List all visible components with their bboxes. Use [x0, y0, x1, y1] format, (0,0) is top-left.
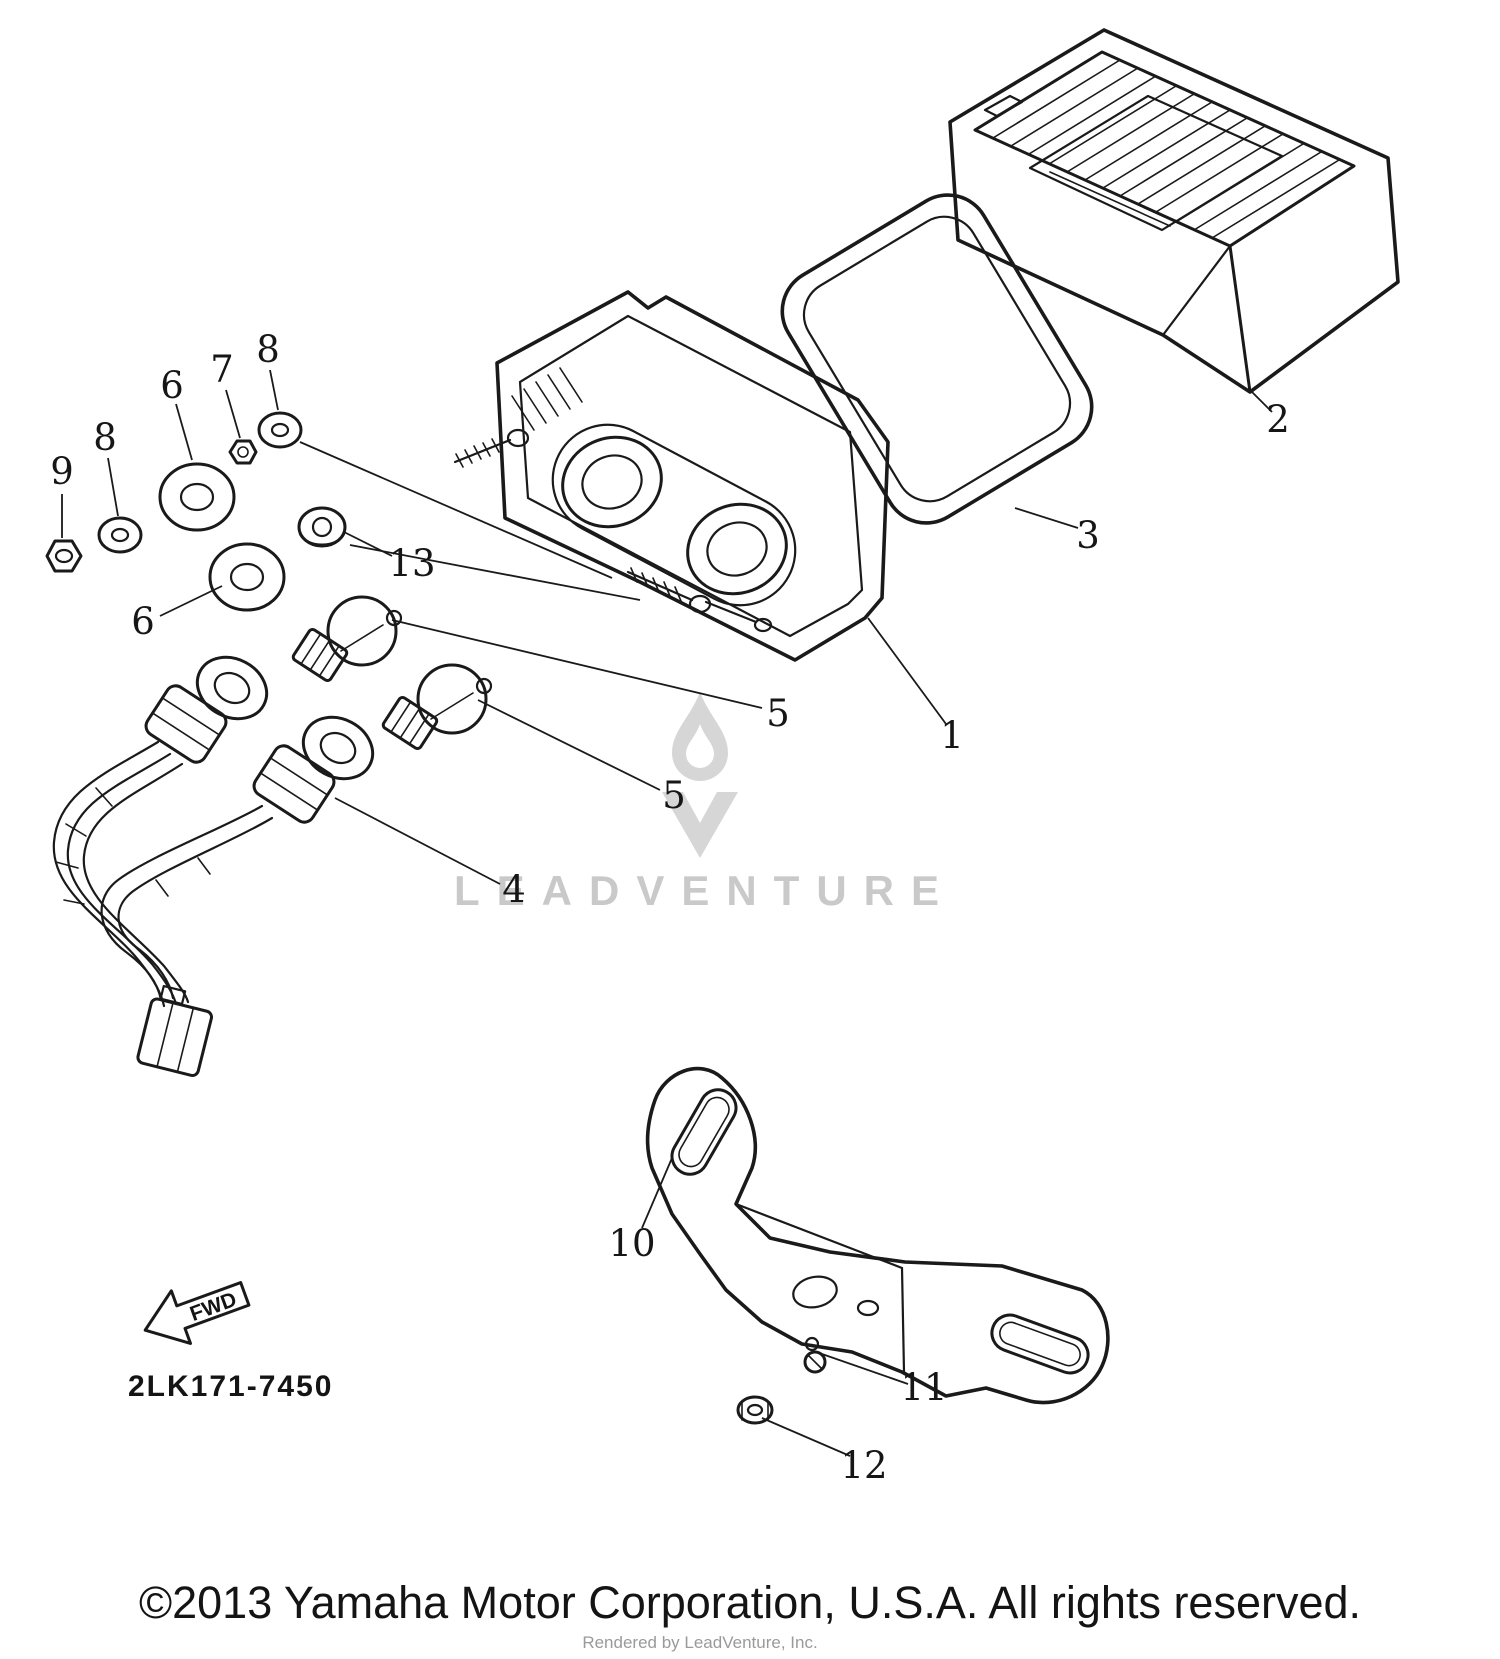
- callout-9: 9: [50, 450, 74, 493]
- callout-11: 11: [900, 1366, 947, 1409]
- callout-10: 10: [608, 1222, 655, 1265]
- housing-ribs: [511, 367, 583, 431]
- taillight-lens: [948, 28, 1400, 394]
- callout-4: 4: [502, 868, 526, 911]
- nut-13: [297, 506, 347, 548]
- callout-8a: 8: [93, 416, 117, 459]
- harness-connector: [136, 984, 214, 1077]
- rendered-by-text: Rendered by LeadVenture, Inc.: [582, 1633, 817, 1652]
- bulb-socket-b: [252, 715, 375, 824]
- harness-wires: [52, 740, 274, 1008]
- leadventure-logo-watermark: [662, 692, 738, 858]
- leader-lines: [61, 369, 1273, 1457]
- wiring-harness: [52, 655, 375, 1077]
- washer-8a: [257, 411, 303, 449]
- grommet-upper: [158, 462, 236, 532]
- callout-8b: 8: [256, 328, 280, 371]
- callout-12: 12: [840, 1444, 887, 1487]
- bulb-socket-a: [144, 655, 269, 764]
- taillight-housing: [453, 290, 890, 662]
- grommet-lower: [208, 542, 286, 612]
- callout-3: 3: [1076, 514, 1100, 557]
- callout-1: 1: [940, 714, 964, 757]
- license-bracket: [645, 1066, 1110, 1405]
- mounting-stud-lower: [626, 567, 773, 633]
- washer-8b: [97, 516, 143, 554]
- callout-6b: 6: [131, 600, 155, 643]
- mounting-stud-upper: [453, 428, 530, 468]
- copyright-text: ©2013 Yamaha Motor Corporation, U.S.A. A…: [139, 1577, 1361, 1628]
- callout-6a: 6: [160, 364, 184, 407]
- watermark-text: LEADVENTURE: [454, 867, 956, 914]
- nut-12: [736, 1395, 774, 1425]
- fwd-arrow: FWD: [143, 1281, 251, 1345]
- callout-5b: 5: [662, 774, 686, 817]
- bulb-b: [381, 663, 493, 751]
- bulb-a: [291, 595, 403, 683]
- gasket: [780, 193, 1094, 525]
- callout-7: 7: [210, 348, 234, 391]
- leadventure-watermark: LEADVENTURE: [454, 692, 956, 914]
- callout-2: 2: [1266, 398, 1290, 441]
- callout-5a: 5: [766, 692, 790, 735]
- diagram-part-code: 2LK171-7450: [128, 1370, 333, 1403]
- screw-11: [803, 1350, 827, 1374]
- nut-9: [45, 539, 83, 573]
- nut-7: [228, 439, 258, 465]
- callout-13: 13: [388, 542, 435, 585]
